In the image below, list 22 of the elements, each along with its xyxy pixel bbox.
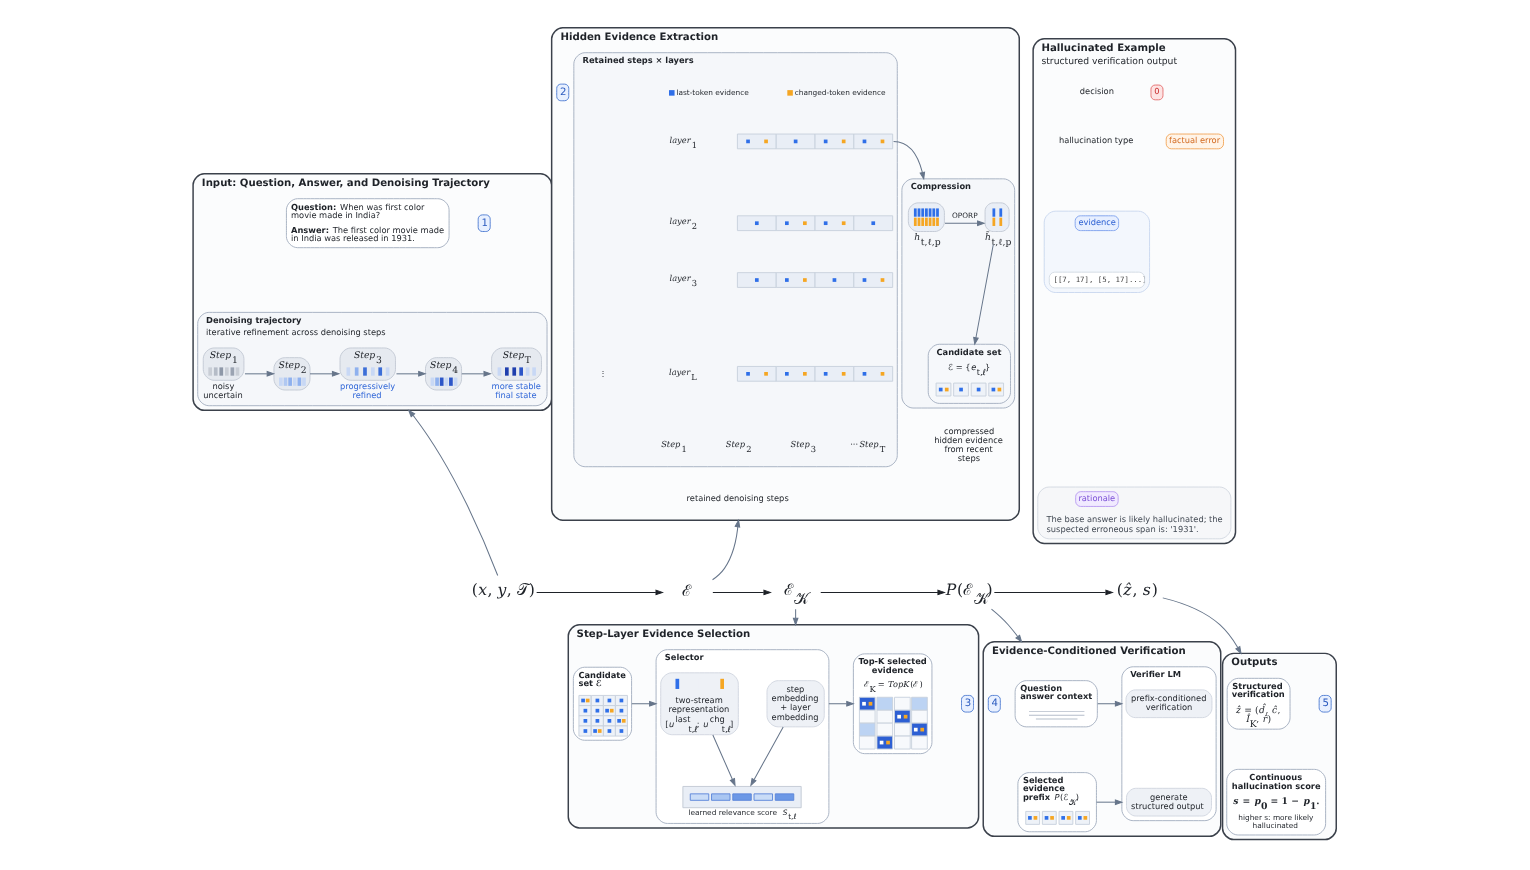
arrow <box>406 409 498 577</box>
arrow <box>535 589 663 596</box>
arrow <box>1096 700 1123 707</box>
arrow <box>1161 597 1241 655</box>
arrow <box>791 608 798 627</box>
arrow <box>460 370 491 377</box>
arrow <box>819 589 945 596</box>
arrow <box>711 589 771 596</box>
arrow <box>892 140 925 181</box>
arrow <box>711 518 740 581</box>
arrow <box>243 370 275 377</box>
arrow <box>308 370 340 377</box>
arrow <box>943 220 985 227</box>
arrow <box>992 589 1113 596</box>
arrow <box>394 370 426 377</box>
arrow <box>827 700 854 707</box>
arrow <box>711 734 735 787</box>
arrow <box>749 726 783 787</box>
arrow <box>989 608 1022 644</box>
arrow <box>1094 799 1123 806</box>
arrow <box>630 700 657 707</box>
arrow <box>972 244 993 346</box>
